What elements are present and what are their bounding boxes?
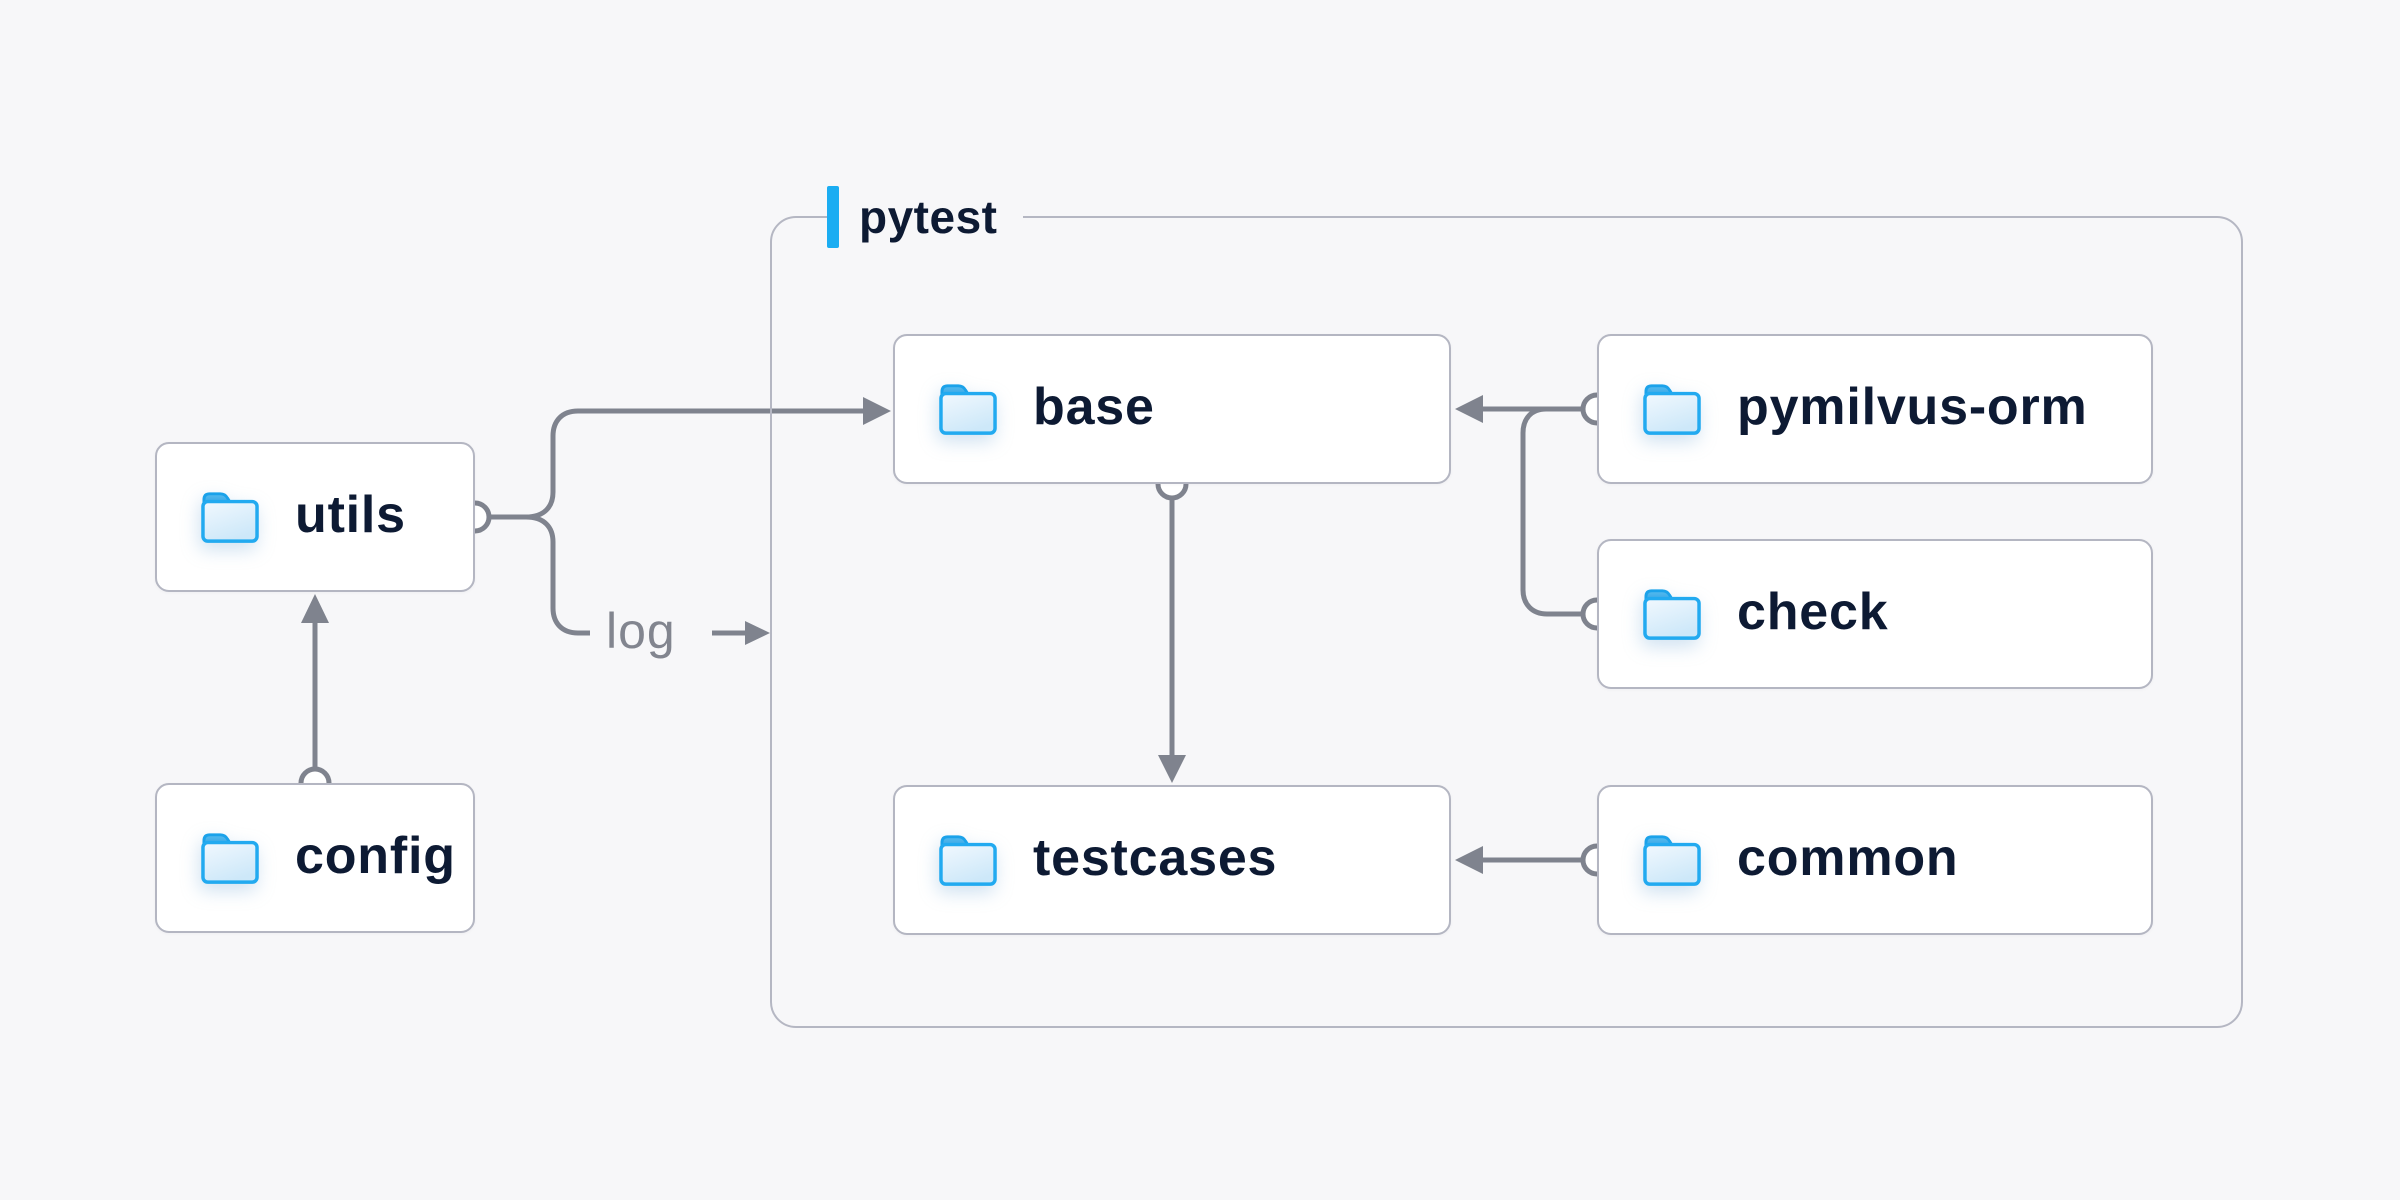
pytest-group-title: pytest	[839, 188, 1024, 246]
node-label: pymilvus-orm	[1737, 378, 2088, 436]
edge-check-to-base	[1520, 406, 1583, 617]
node-label: base	[1033, 378, 1155, 436]
arrowhead-utils-to-base	[863, 397, 891, 425]
folder-icon	[1643, 835, 1701, 886]
folder-icon	[939, 384, 997, 435]
node-label: check	[1737, 583, 1889, 641]
node-label: config	[295, 827, 456, 885]
folder-icon	[1643, 589, 1701, 640]
edge-utils-to-base	[525, 408, 864, 520]
folder-node-pymilvus-orm: pymilvus-orm	[1597, 334, 2153, 484]
folder-icon	[201, 833, 259, 884]
pytest-accent-bar	[827, 186, 839, 248]
log-edge-label: log	[606, 603, 676, 659]
node-label: testcases	[1033, 829, 1278, 887]
node-label: common	[1737, 829, 1959, 887]
folder-node-config: config	[155, 783, 475, 933]
arrowhead-config-to-utils	[301, 594, 329, 623]
folder-node-common: common	[1597, 785, 2153, 935]
node-label: utils	[295, 486, 406, 544]
arrowhead-pymilvus-to-base	[1455, 395, 1483, 423]
arrowhead-common-to-testcases	[1455, 846, 1483, 874]
folder-icon	[939, 835, 997, 886]
folder-node-base: base	[893, 334, 1451, 484]
arrowhead-base-to-testcases	[1158, 755, 1186, 783]
pytest-group-box: pytest	[770, 186, 2243, 1028]
pytest-group-label: pytest	[827, 185, 1024, 249]
folder-node-utils: utils	[155, 442, 475, 592]
folder-node-testcases: testcases	[893, 785, 1451, 935]
folder-icon	[1643, 384, 1701, 435]
folder-icon	[201, 492, 259, 543]
edge-utils-to-log	[525, 514, 590, 636]
arrowhead-log	[745, 621, 770, 645]
folder-node-check: check	[1597, 539, 2153, 689]
